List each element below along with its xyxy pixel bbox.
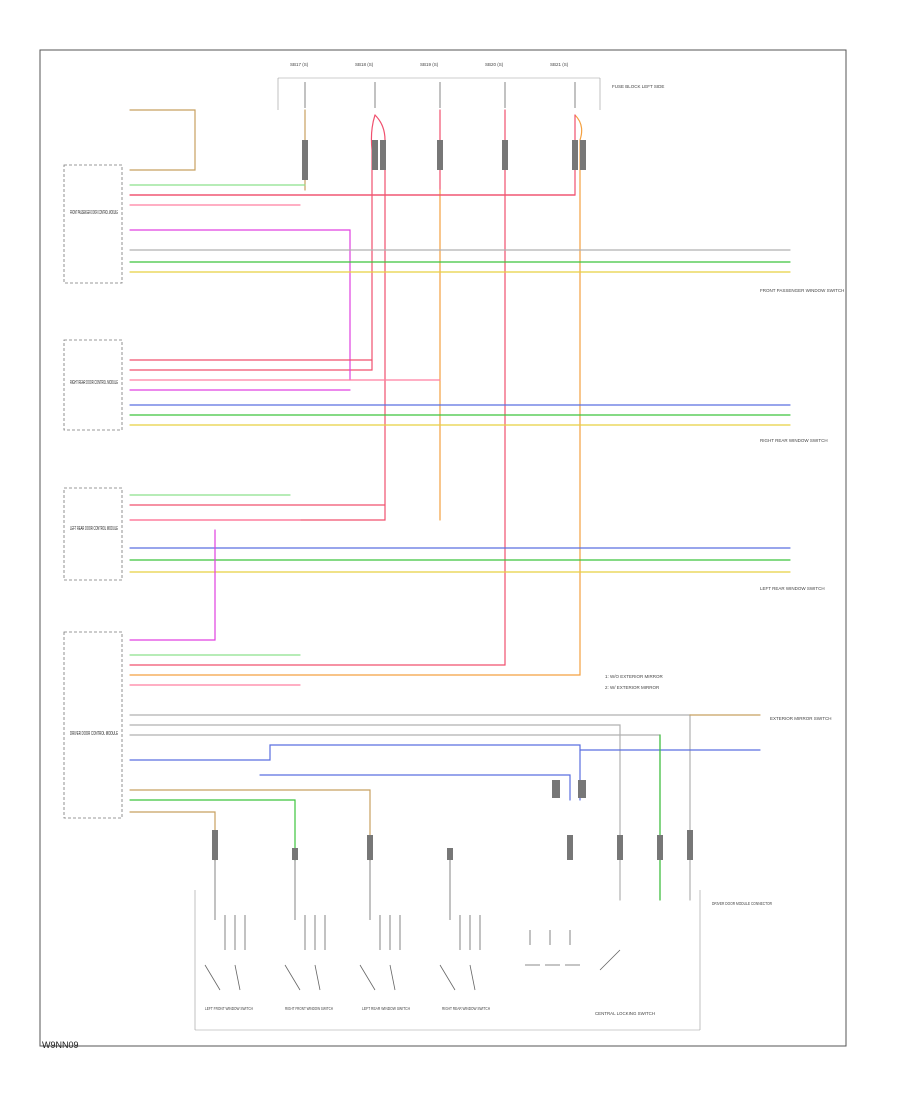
note-2: 2: W/ EXTERIOR MIRROR	[605, 685, 660, 690]
diagram-frame	[39, 49, 847, 1047]
module-front-passenger: FRONT PASSENGER DOOR CONTROL MODULE FRON…	[63, 164, 844, 381]
module-right-rear: RIGHT REAR DOOR CONTROL MODULE RIGHT REA…	[63, 339, 828, 443]
module-label: FRONT PASSENGER DOOR CONTROL MODULE	[70, 210, 118, 216]
fuse-block: SB17 (S) SB18 (S) SB19 (S) SB20 (S) SB21…	[277, 62, 664, 110]
inline-connectors	[302, 140, 586, 180]
bottom-label: RIGHT FRONT WINDOW SWITCH	[285, 1006, 333, 1011]
bottom-label: LEFT FRONT WINDOW SWITCH	[205, 1006, 253, 1011]
bottom-switches: LEFT FRONT WINDOW SWITCH RIGHT FRONT WIN…	[194, 860, 773, 1031]
bottom-label: DRIVER DOOR MODULE CONNECTOR	[712, 901, 773, 906]
diagram-code: W9NN09	[42, 1040, 79, 1050]
lower-connectors	[212, 780, 693, 860]
right-label: FRONT PASSENGER WINDOW SWITCH	[760, 288, 844, 293]
fuse-block-label: FUSE BLOCK LEFT SIDE	[612, 84, 664, 89]
bottom-label: RIGHT REAR WINDOW SWITCH	[442, 1006, 490, 1011]
module-label: LEFT REAR DOOR CONTROL MODULE	[70, 526, 118, 532]
fuse-label: SB20 (S)	[485, 62, 504, 67]
right-label: EXTERIOR MIRROR SWITCH	[770, 716, 832, 721]
bottom-label: LEFT REAR WINDOW SWITCH	[362, 1006, 410, 1011]
fuse-label: SB17 (S)	[290, 62, 309, 67]
module-left-rear: LEFT REAR DOOR CONTROL MODULE LEFT REAR …	[63, 487, 825, 641]
fuse-label: SB21 (S)	[550, 62, 569, 67]
module-label: RIGHT REAR DOOR CONTROL MODULE	[70, 380, 118, 386]
right-label: LEFT REAR WINDOW SWITCH	[760, 586, 825, 591]
module-label: DRIVER DOOR CONTROL MODULE	[70, 731, 118, 737]
bottom-label: CENTRAL LOCKING SWITCH	[595, 1011, 655, 1016]
right-label: RIGHT REAR WINDOW SWITCH	[760, 438, 828, 443]
top-supply-wire	[129, 109, 196, 171]
note-1: 1: W/O EXTERIOR MIRROR	[605, 674, 664, 679]
fuse-label: SB19 (S)	[420, 62, 439, 67]
fuse-label: SB18 (S)	[355, 62, 374, 67]
